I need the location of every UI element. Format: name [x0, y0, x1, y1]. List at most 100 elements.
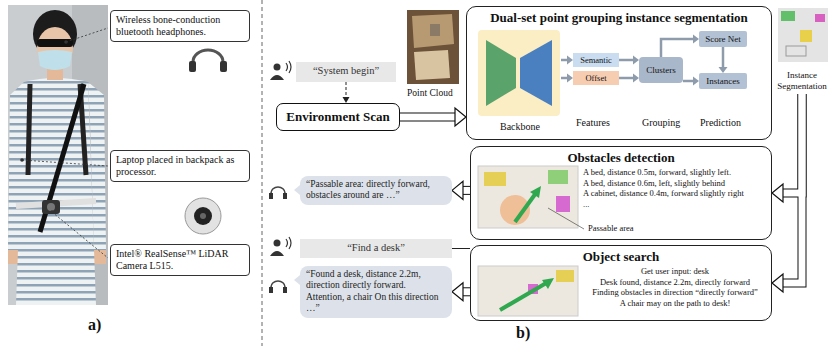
- point-cloud-image-part: [430, 24, 440, 36]
- instance-segmentation-image-part: [815, 14, 825, 22]
- obstacle-map-image-part: [484, 172, 506, 186]
- feature-box: Semantic: [573, 53, 619, 67]
- headphone-icon-part: [193, 50, 223, 68]
- cluster-box: Clusters: [639, 57, 683, 83]
- connector-line: [346, 82, 347, 97]
- annotation-label: Features: [576, 117, 610, 129]
- speaker-icon-part: [274, 64, 281, 71]
- arrowhead-layer: [452, 108, 783, 301]
- leader-lines-part: [66, 28, 108, 42]
- callout-box: Laptop placed in backpack as processor.: [110, 150, 250, 182]
- connector-line: [561, 59, 567, 62]
- connector: [343, 82, 350, 103]
- node-body-text: ...: [583, 199, 767, 210]
- headphone-icon-part: [189, 61, 196, 72]
- node-text: Backbone: [479, 121, 561, 133]
- point-cloud-image: [407, 10, 459, 84]
- backbone-image-part: [486, 40, 516, 106]
- node-text: Intel® RealSense™ LiDAR Camera L515.: [116, 248, 244, 272]
- node-text: Wireless bone-conduction bluetooth headp…: [116, 14, 244, 38]
- connector: [561, 74, 573, 83]
- connector: [683, 77, 699, 86]
- camera-icon-part: [194, 207, 212, 225]
- object-map-image-part: [542, 278, 554, 289]
- connector: [452, 248, 470, 249]
- person-photo-part: [28, 84, 30, 175]
- object-map-image: [478, 266, 578, 316]
- hollow-arrow-outline: [463, 186, 470, 195]
- object-map-image-part: [478, 266, 578, 316]
- person-photo-part: [38, 50, 72, 70]
- prediction-box: Instances: [699, 73, 747, 89]
- obstacle-map-image-part: [556, 196, 570, 212]
- process-box: Environment Scan: [276, 103, 400, 131]
- person-photo-part: [37, 39, 73, 47]
- obstacle-map-image-part: [530, 186, 541, 198]
- text-column: A bed, distance 0.5m, forward, slightly …: [583, 165, 767, 209]
- camera-icon-part: [185, 198, 221, 234]
- object-map-image-part: [556, 270, 574, 282]
- connector-line: [619, 59, 633, 62]
- speaker-icon-part: [274, 240, 281, 247]
- person-photo-part: [42, 200, 60, 214]
- person-photo-part: [8, 5, 108, 305]
- node-text: “Found a desk, distance 2.2m, direction …: [306, 269, 446, 315]
- node-text: “System begin”: [300, 65, 392, 78]
- image-caption-node: Instance Segmentation: [776, 68, 828, 94]
- backbone-image: [478, 30, 560, 116]
- panel-letter: a): [88, 316, 101, 334]
- obstacle-map-image: [478, 166, 584, 229]
- hollow-arrowhead: [452, 181, 463, 199]
- voice-command: “Find a desk”: [300, 239, 452, 258]
- leader-dots: [20, 40, 68, 214]
- speaker-icon-part: [289, 237, 291, 249]
- object-map-image-part: [500, 282, 548, 310]
- hollow-arrow-body: [400, 114, 455, 121]
- node-text: Semantic: [580, 55, 612, 65]
- leader-dots-part: [64, 40, 68, 44]
- connector: [719, 47, 728, 73]
- leader-dots-part: [20, 158, 24, 162]
- node-body-text: Desk found, distance 2.2m, directly forw…: [583, 277, 767, 288]
- connector-line: [661, 39, 693, 57]
- hollow-arrowhead: [772, 184, 783, 202]
- obstacle-map-image-part: [515, 193, 536, 222]
- hollow-arrow-outline: [783, 94, 802, 283]
- person-photo: [8, 5, 108, 305]
- instance-segmentation-image-part: [778, 8, 828, 62]
- hollow-arrow-outline: [463, 287, 470, 296]
- annotation-label: Passable area: [588, 224, 634, 234]
- instance-segmentation-image-part: [786, 46, 806, 56]
- speaker-icon-part: [286, 239, 288, 247]
- speech-bubble: “Found a desk, distance 2.2m, direction …: [300, 266, 452, 318]
- hollow-arrow-body: [463, 187, 470, 194]
- connector: [619, 74, 639, 83]
- node-text: “Find a desk”: [304, 242, 448, 255]
- small-headphone-icon-part: [269, 287, 273, 293]
- hollow-arrowhead: [452, 283, 463, 301]
- node-text: Instance Segmentation: [776, 70, 828, 92]
- node-text: Offset: [585, 73, 606, 83]
- prediction-box: Score Net: [699, 31, 747, 47]
- obstacle-map-image-part: [548, 208, 584, 229]
- node-text: Environment Scan: [286, 109, 389, 125]
- node-body-text: A chair may on the path to desk!: [583, 298, 767, 309]
- point-cloud-image-part: [414, 50, 450, 80]
- node-body-text: A cabinet, distance 0.4m, forward slight…: [583, 188, 767, 199]
- callout-box: Wireless bone-conduction bluetooth headp…: [110, 10, 250, 42]
- person-photo-part: [40, 84, 84, 232]
- node-text: Dual-set point grouping instance segment…: [467, 7, 771, 25]
- backbone-block: Backbone: [479, 31, 561, 133]
- small-headphone-icon-part: [269, 193, 273, 199]
- point-cloud-image-part: [412, 14, 454, 48]
- camera-icon-part: [200, 213, 206, 219]
- module-panel: Object searchGet user input: deskDesk fo…: [470, 245, 772, 321]
- annotation-label: Grouping: [642, 117, 680, 129]
- person-photo-part: [47, 203, 55, 211]
- panel-separator: [262, 0, 263, 346]
- speaker-icon-part: [270, 251, 284, 256]
- speaker-icon: [270, 61, 291, 256]
- point-cloud-image-part: [407, 10, 459, 84]
- node-text: Obstacles detection: [471, 147, 771, 165]
